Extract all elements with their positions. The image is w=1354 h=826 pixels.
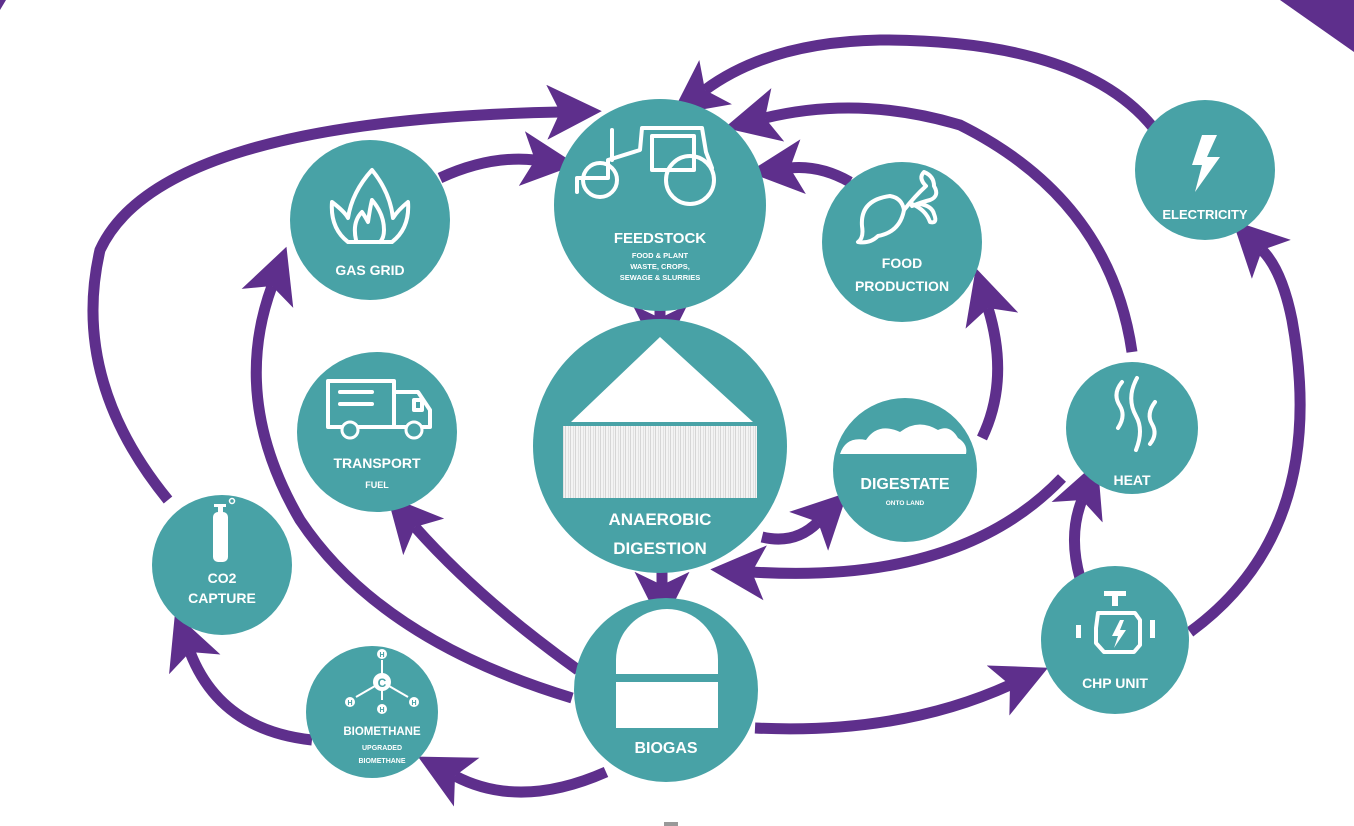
- node-chp-unit: CHP UNIT: [1041, 566, 1189, 714]
- food-production-title-line2: PRODUCTION: [855, 278, 949, 294]
- heat-waves-icon: [1114, 376, 1157, 452]
- arrow-biogas-to-gasgrid: [241, 246, 574, 704]
- arrow-biogas-to-chp: [754, 665, 1049, 735]
- svg-text:H: H: [379, 652, 384, 659]
- gas-holder-icon: [616, 609, 718, 728]
- node-biomethane: H C H H H BIOMETHANE UPGRADED BIOMETHANE: [306, 646, 438, 778]
- atom-h-bottom: H: [377, 704, 387, 714]
- arrow-chp-to-heat: [1051, 461, 1103, 580]
- node-heat: HEAT: [1066, 362, 1198, 494]
- corner-decoration-top-right: [1280, 0, 1354, 52]
- arrow-chp-to-electricity: [1186, 220, 1306, 637]
- bottom-fragment: [664, 822, 678, 826]
- digestate-subtitle: ONTO LAND: [886, 500, 925, 507]
- atom-h-left: H: [345, 697, 355, 707]
- flame-icon: [329, 168, 411, 244]
- svg-text:H: H: [379, 707, 384, 714]
- svg-text:H: H: [347, 700, 352, 707]
- arrow-co2-to-feedstock: [87, 84, 602, 504]
- co2-capture-title-line2: CAPTURE: [188, 590, 256, 606]
- node-digestate: DIGESTATE ONTO LAND: [833, 398, 977, 542]
- anaerobic-digestion-title-line2: DIGESTION: [613, 539, 707, 558]
- corner-decoration-top-left: [0, 0, 6, 10]
- node-electricity: ELECTRICITY: [1135, 100, 1275, 240]
- biogas-title: BIOGAS: [634, 740, 697, 757]
- beetroot-icon: [856, 170, 939, 245]
- node-co2-capture: CO2 CAPTURE: [152, 495, 292, 635]
- arrow-gasgrid-to-feedstock: [437, 131, 577, 186]
- tractor-icon: [575, 126, 716, 206]
- feedstock-title: FEEDSTOCK: [614, 230, 706, 247]
- digester-icon: [563, 337, 757, 498]
- transport-subtitle: FUEL: [365, 480, 389, 490]
- digestate-title: DIGESTATE: [860, 476, 950, 493]
- soil-mound-icon: [840, 424, 967, 454]
- biomethane-subtitle-line1: UPGRADED: [362, 745, 402, 752]
- atom-c-center: C: [373, 673, 391, 691]
- transport-title: TRANSPORT: [333, 455, 421, 471]
- gas-cylinder-icon: [213, 497, 236, 562]
- biomethane-title: BIOMETHANE: [343, 726, 421, 738]
- arrow-biomethane-to-co2: [169, 612, 313, 746]
- node-food-production: FOOD PRODUCTION: [822, 162, 982, 322]
- node-anaerobic-digestion: ANAEROBIC DIGESTION: [533, 319, 787, 573]
- engine-icon: [1076, 591, 1155, 654]
- electricity-title: ELECTRICITY: [1162, 207, 1248, 222]
- gas-grid-title: GAS GRID: [335, 262, 404, 278]
- feedstock-subtitle-line3: SEWAGE & SLURRIES: [620, 273, 700, 282]
- arrow-heat-to-digestion: [710, 474, 1066, 601]
- svg-text:C: C: [378, 676, 387, 690]
- feedstock-subtitle-line2: WASTE, CROPS,: [630, 262, 690, 271]
- svg-text:H: H: [411, 700, 416, 707]
- methane-molecule-icon: H C H H H: [345, 649, 419, 714]
- co2-capture-title-line1: CO2: [208, 570, 237, 586]
- arrow-digestion-to-digestate: [760, 492, 848, 551]
- atom-h-top: H: [377, 649, 387, 659]
- node-feedstock: FEEDSTOCK FOOD & PLANT WASTE, CROPS, SEW…: [554, 99, 766, 311]
- atom-h-right: H: [409, 697, 419, 707]
- chp-unit-title: CHP UNIT: [1082, 675, 1148, 691]
- arrow-heat-to-feedstock: [724, 88, 1138, 353]
- node-biogas: BIOGAS: [574, 598, 758, 782]
- flow-arrows: [87, 34, 1306, 807]
- lightning-icon: [1192, 135, 1220, 192]
- heat-title: HEAT: [1113, 472, 1151, 488]
- feedstock-subtitle-line1: FOOD & PLANT: [632, 251, 689, 260]
- node-gas-grid: GAS GRID: [290, 140, 450, 300]
- biomethane-subtitle-line2: BIOMETHANE: [358, 758, 405, 765]
- arrow-food-to-feedstock: [748, 139, 853, 195]
- arrow-biogas-to-transport: [387, 495, 582, 675]
- arrow-digestate-to-food: [965, 268, 1019, 441]
- arrow-electricity-to-feedstock: [671, 34, 1160, 134]
- node-transport: TRANSPORT FUEL: [297, 352, 457, 512]
- truck-icon: [326, 379, 432, 440]
- anaerobic-digestion-title-line1: ANAEROBIC: [609, 510, 712, 529]
- food-production-title-line1: FOOD: [882, 255, 922, 271]
- arrow-biogas-to-biomethane: [417, 756, 609, 807]
